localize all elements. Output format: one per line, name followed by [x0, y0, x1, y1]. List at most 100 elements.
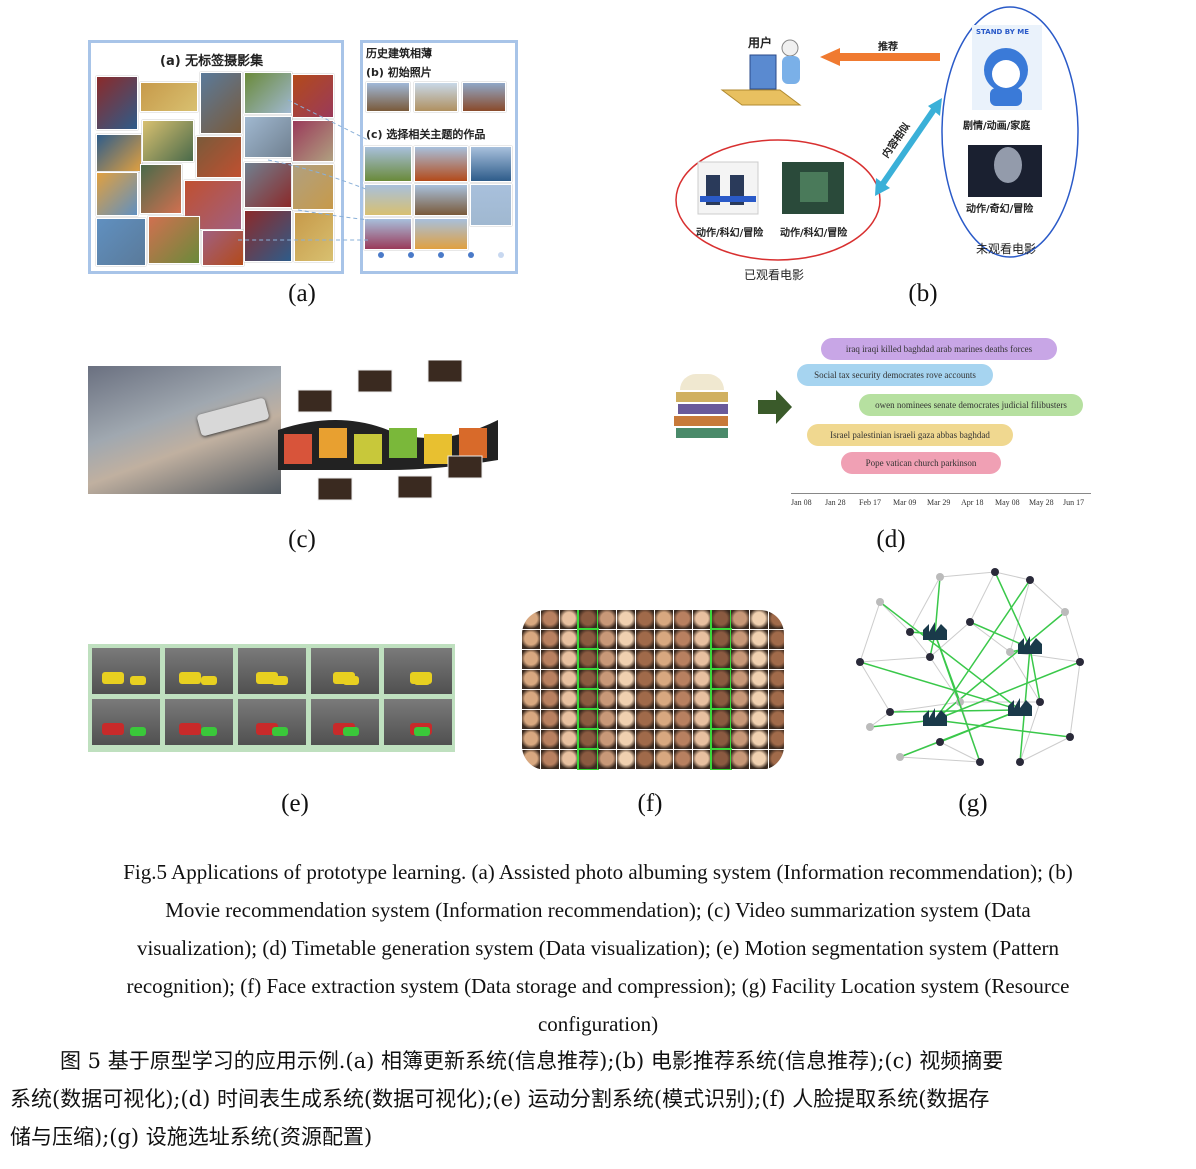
- panel-c-label: (c): [288, 526, 316, 553]
- face-thumb: [617, 630, 635, 649]
- film-frame: [319, 428, 347, 458]
- keyframe-thumb: [357, 369, 393, 393]
- face-thumb: [598, 630, 616, 649]
- face-thumb: [710, 668, 732, 691]
- face-thumb: [750, 610, 768, 629]
- face-thumb: [598, 650, 616, 669]
- face-thumb: [541, 650, 559, 669]
- poster-text: STAND BY ME: [976, 28, 1030, 36]
- panel-g-label: (g): [958, 790, 988, 817]
- face-thumb: [750, 690, 768, 709]
- topic-bubble: owen nominees senate democrates judicial…: [859, 394, 1083, 416]
- face-thumb: [541, 670, 559, 689]
- caption-en-line-4: recognition); (f) Face extraction system…: [126, 974, 1070, 998]
- face-thumb: [577, 610, 599, 631]
- pagination-dots: [378, 252, 508, 260]
- face-thumb: [693, 650, 711, 669]
- face-thumb: [522, 750, 540, 769]
- motion-frames-grid: [92, 648, 452, 748]
- album-photo: [292, 74, 334, 118]
- face-thumb: [541, 750, 559, 769]
- topic-bubble: Social tax security democrates rove acco…: [797, 364, 993, 386]
- film-frame: [459, 428, 487, 458]
- face-thumb: [541, 610, 559, 629]
- face-thumb: [769, 730, 784, 749]
- face-thumb: [617, 710, 635, 729]
- face-thumb: [731, 750, 749, 769]
- keyframe-thumb: [427, 360, 463, 383]
- motion-frame: [384, 699, 452, 745]
- face-thumb: [693, 750, 711, 769]
- face-thumb: [769, 710, 784, 729]
- topic-bubble: Pope vatican church parkinson: [841, 452, 1001, 474]
- keyframe-thumb: [317, 477, 353, 501]
- face-thumb: [655, 650, 673, 669]
- album-photo: [140, 164, 182, 214]
- dashed-connectors: [238, 99, 369, 241]
- similarity-arrow: [879, 106, 938, 187]
- assignment-edge: [934, 576, 941, 635]
- face-thumb: [577, 688, 599, 711]
- face-thumb: [731, 630, 749, 649]
- face-thumb: [560, 610, 578, 629]
- motion-frame: [92, 699, 160, 745]
- face-thumb: [617, 670, 635, 689]
- film-frame: [389, 428, 417, 458]
- face-thumb: [674, 750, 692, 769]
- face-thumb: [693, 730, 711, 749]
- panel-f-label: (f): [637, 790, 663, 817]
- user-computer-icon: [720, 39, 802, 106]
- face-thumb: [560, 670, 578, 689]
- client-node: [866, 723, 874, 731]
- timeline-tick-label: May 28: [1029, 498, 1054, 507]
- face-thumb: [598, 610, 616, 629]
- unwatched-label: 未观看电影: [976, 242, 1037, 256]
- collection-title: (a) 无标签摄影集: [160, 54, 264, 69]
- watched-ellipse: [675, 139, 881, 261]
- face-thumb: [693, 630, 711, 649]
- face-thumb: [674, 710, 692, 729]
- face-thumb: [598, 690, 616, 709]
- face-thumb: [693, 670, 711, 689]
- panel-f: [522, 610, 784, 770]
- face-thumb: [522, 730, 540, 749]
- topic-bubble: iraq iraqi killed baghdad arab marines d…: [821, 338, 1057, 360]
- assignment-edge: [939, 709, 1021, 743]
- face-thumb: [522, 670, 540, 689]
- face-thumb: [655, 710, 673, 729]
- face-thumb: [710, 748, 732, 770]
- face-thumb: [541, 630, 559, 649]
- face-collage: [522, 610, 784, 770]
- face-thumb: [693, 610, 711, 629]
- selected-photo: [414, 218, 468, 250]
- topic-bubbles: iraq iraqi killed baghdad arab marines d…: [793, 330, 1093, 480]
- assignment-edge: [859, 661, 1021, 711]
- face-thumb: [731, 650, 749, 669]
- face-thumb: [522, 710, 540, 729]
- motion-frame: [165, 648, 233, 694]
- face-thumb: [577, 668, 599, 691]
- client-node: [966, 618, 974, 626]
- album-photo: [244, 72, 292, 114]
- selected-photo: [364, 146, 412, 182]
- album-photo: [292, 164, 334, 210]
- face-thumb: [636, 650, 654, 669]
- timeline-tick-label: Jun 17: [1063, 498, 1085, 507]
- face-thumb: [710, 628, 732, 651]
- face-thumb: [750, 730, 768, 749]
- face-thumb: [769, 630, 784, 649]
- album-photo: [142, 120, 194, 162]
- factory-icon: [923, 622, 947, 640]
- selected-photo: [364, 218, 412, 250]
- client-node: [896, 753, 904, 761]
- topic-bubble: Israel palestinian israeli gaza abbas ba…: [807, 424, 1013, 446]
- keyframe-thumb: [297, 389, 333, 413]
- selected-photo: [414, 184, 468, 216]
- face-thumb: [674, 670, 692, 689]
- face-thumb: [769, 650, 784, 669]
- watched-label: 已观看电影: [744, 268, 805, 282]
- face-thumb: [636, 610, 654, 629]
- face-thumb: [636, 730, 654, 749]
- face-thumb: [731, 670, 749, 689]
- album-photo: [294, 212, 334, 262]
